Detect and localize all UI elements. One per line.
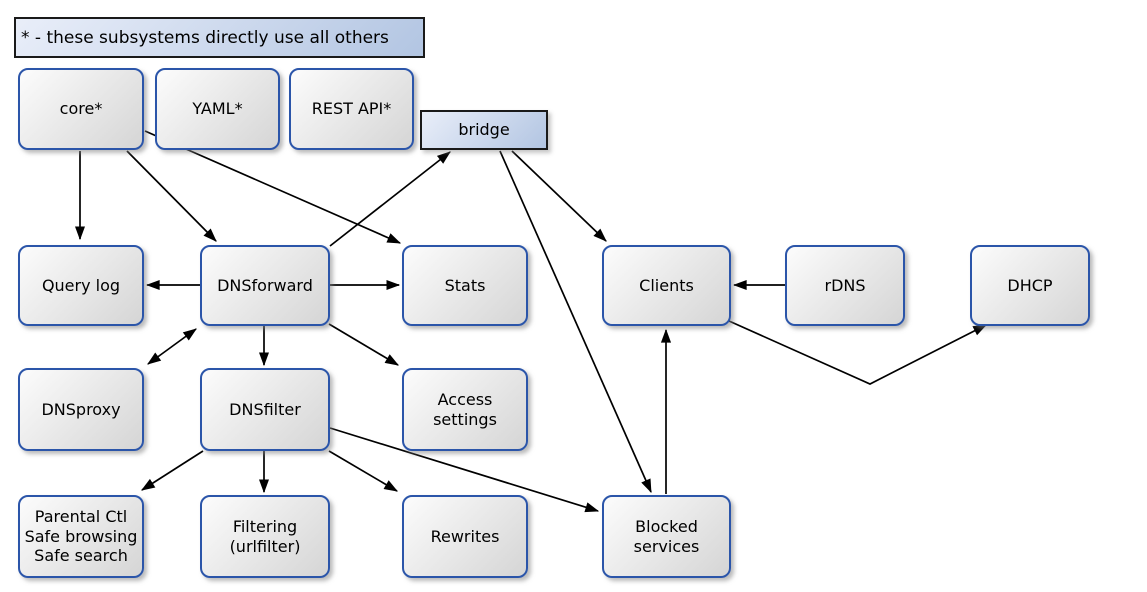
node-rdns: rDNS	[785, 245, 905, 326]
node-dhcp: DHCP	[970, 245, 1090, 326]
edge-core-to-dnsforward	[126, 150, 217, 242]
node-blocked-services: Blocked services	[602, 495, 731, 578]
edge-dnsforward-to-access-settings	[328, 323, 399, 366]
node-stats-label: Stats	[444, 275, 486, 295]
node-clients: Clients	[602, 245, 731, 326]
node-rewrites-label: Rewrites	[430, 526, 500, 546]
node-query-log: Query log	[18, 245, 144, 326]
node-rest-api: REST API*	[289, 68, 414, 150]
node-rewrites: Rewrites	[402, 495, 528, 578]
node-access-settings: Access settings	[402, 368, 528, 451]
node-yaml: YAML*	[155, 68, 280, 150]
node-dnsfilter-label: DNSfilter	[229, 399, 301, 419]
node-dnsproxy-label: DNSproxy	[41, 399, 121, 419]
node-core-label: core*	[59, 99, 103, 119]
node-rest-api-label: REST API*	[311, 99, 392, 119]
node-clients-label: Clients	[639, 275, 694, 295]
edge-dnsforward-to-dnsproxy	[147, 328, 197, 365]
node-filtering: Filtering (urlfilter)	[200, 495, 330, 578]
node-access-settings-label: Access settings	[433, 389, 497, 429]
node-rdns-label: rDNS	[824, 275, 866, 295]
node-dnsfilter: DNSfilter	[200, 368, 330, 451]
node-dnsproxy: DNSproxy	[18, 368, 144, 451]
node-bridge-label: bridge	[458, 120, 510, 140]
edge-clients-to-dhcp	[728, 320, 988, 385]
node-dnsforward-label: DNSforward	[217, 275, 313, 295]
node-parental: Parental Ctl Safe browsing Safe search	[18, 495, 144, 578]
node-bridge: bridge	[420, 110, 548, 150]
edge-dnsfilter-to-rewrites	[328, 450, 398, 492]
edge-bridge-to-clients	[511, 150, 607, 242]
edge-dnsforward-to-bridge	[329, 151, 451, 247]
edge-dnsfilter-to-parental	[141, 450, 204, 491]
node-parental-label: Parental Ctl Safe browsing Safe search	[24, 507, 138, 566]
node-dnsforward: DNSforward	[200, 245, 330, 326]
node-core: core*	[18, 68, 144, 150]
node-yaml-label: YAML*	[192, 99, 243, 119]
node-filtering-label: Filtering (urlfilter)	[229, 516, 301, 556]
node-query-log-label: Query log	[41, 275, 121, 295]
node-stats: Stats	[402, 245, 528, 326]
node-dhcp-label: DHCP	[1007, 275, 1053, 295]
legend-note: * - these subsystems directly use all ot…	[14, 17, 425, 58]
node-blocked-services-label: Blocked services	[633, 516, 700, 556]
